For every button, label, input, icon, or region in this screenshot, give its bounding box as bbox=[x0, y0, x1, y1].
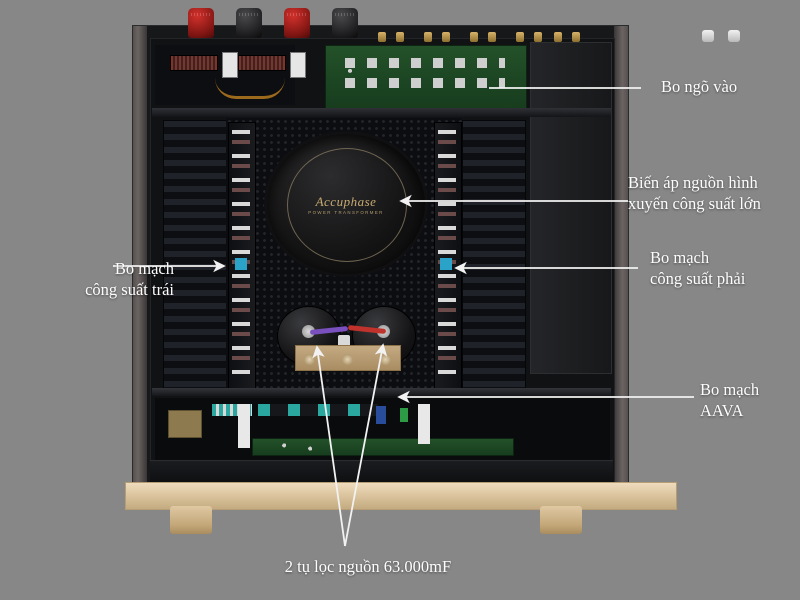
input-board-relays-row-1 bbox=[345, 58, 505, 68]
annotation-bo-mach-cong-suat-trai: Bo mạch công suất trái bbox=[85, 259, 174, 299]
heatsink-left bbox=[163, 120, 227, 394]
heatsink-right bbox=[462, 120, 526, 394]
ribbon-cable-right bbox=[418, 404, 430, 444]
rca-jack bbox=[470, 32, 478, 42]
speaker-binding-post-red-2 bbox=[284, 8, 310, 38]
ribbon-cable-left bbox=[238, 404, 250, 448]
green-connector bbox=[400, 408, 408, 422]
connector-row-rear bbox=[258, 404, 378, 416]
gold-shield-module bbox=[168, 410, 202, 438]
amplifier-foot-left bbox=[170, 506, 212, 534]
capacitor-clamp-bracket bbox=[295, 345, 401, 371]
annotation-bo-ngo-vao: Bo ngõ vào bbox=[661, 77, 738, 96]
inductor-coil-left bbox=[170, 55, 218, 71]
blue-capacitor-right bbox=[440, 258, 452, 270]
caption-tu-loc-nguon: 2 tụ lọc nguồn 63.000mF bbox=[284, 557, 452, 576]
bracket-screw-right bbox=[380, 354, 391, 365]
wood-base-plinth bbox=[125, 482, 677, 510]
lower-divider-bar bbox=[152, 388, 611, 396]
bracket-screw-center bbox=[342, 354, 353, 365]
xlr-jack bbox=[728, 30, 740, 42]
rca-jack bbox=[424, 32, 432, 42]
annotation-bien-ap-nguon: Biến áp nguồn hình xuyến công suất lớn bbox=[628, 173, 761, 213]
amplifier-foot-right bbox=[540, 506, 582, 534]
blue-connector bbox=[376, 406, 386, 424]
rca-jack bbox=[572, 32, 580, 42]
rear-terminal-strip bbox=[150, 4, 740, 42]
right-shield-panel bbox=[530, 42, 612, 374]
rca-jack bbox=[516, 32, 524, 42]
rca-jack bbox=[534, 32, 542, 42]
annotation-bo-mach-cong-suat-phai: Bo mạch công suất phải bbox=[650, 248, 746, 288]
accuphase-logo: Accuphase bbox=[315, 194, 377, 209]
chassis-bottom-strip bbox=[150, 460, 613, 483]
relay-white-2 bbox=[290, 52, 306, 78]
rca-jack bbox=[442, 32, 450, 42]
power-board-right-components bbox=[438, 130, 456, 380]
blue-capacitor-left bbox=[235, 258, 247, 270]
chassis-side-rail-right bbox=[614, 26, 628, 489]
chassis-side-rail-left bbox=[133, 26, 147, 489]
speaker-binding-post-black-1 bbox=[236, 8, 262, 38]
aava-board bbox=[252, 438, 514, 456]
bracket-screw-left bbox=[304, 354, 315, 365]
annotation-bo-mach-aava: Bo mạch AAVA bbox=[700, 380, 760, 420]
rca-jack bbox=[378, 32, 386, 42]
input-board-relays-row-2 bbox=[345, 78, 505, 88]
transformer-caption: POWER TRANSFORMER bbox=[308, 210, 384, 215]
power-board-left-components bbox=[232, 130, 250, 380]
speaker-binding-post-black-2 bbox=[332, 8, 358, 38]
input-selector-board bbox=[325, 45, 527, 109]
inductor-coil-right bbox=[238, 55, 286, 71]
rca-jack bbox=[396, 32, 404, 42]
speaker-binding-post-red-1 bbox=[188, 8, 214, 38]
relay-white-1 bbox=[222, 52, 238, 78]
rca-jack bbox=[488, 32, 496, 42]
upper-divider-bar bbox=[152, 108, 611, 117]
xlr-jack bbox=[702, 30, 714, 42]
rca-jack bbox=[554, 32, 562, 42]
orange-wire-loop bbox=[215, 78, 285, 99]
